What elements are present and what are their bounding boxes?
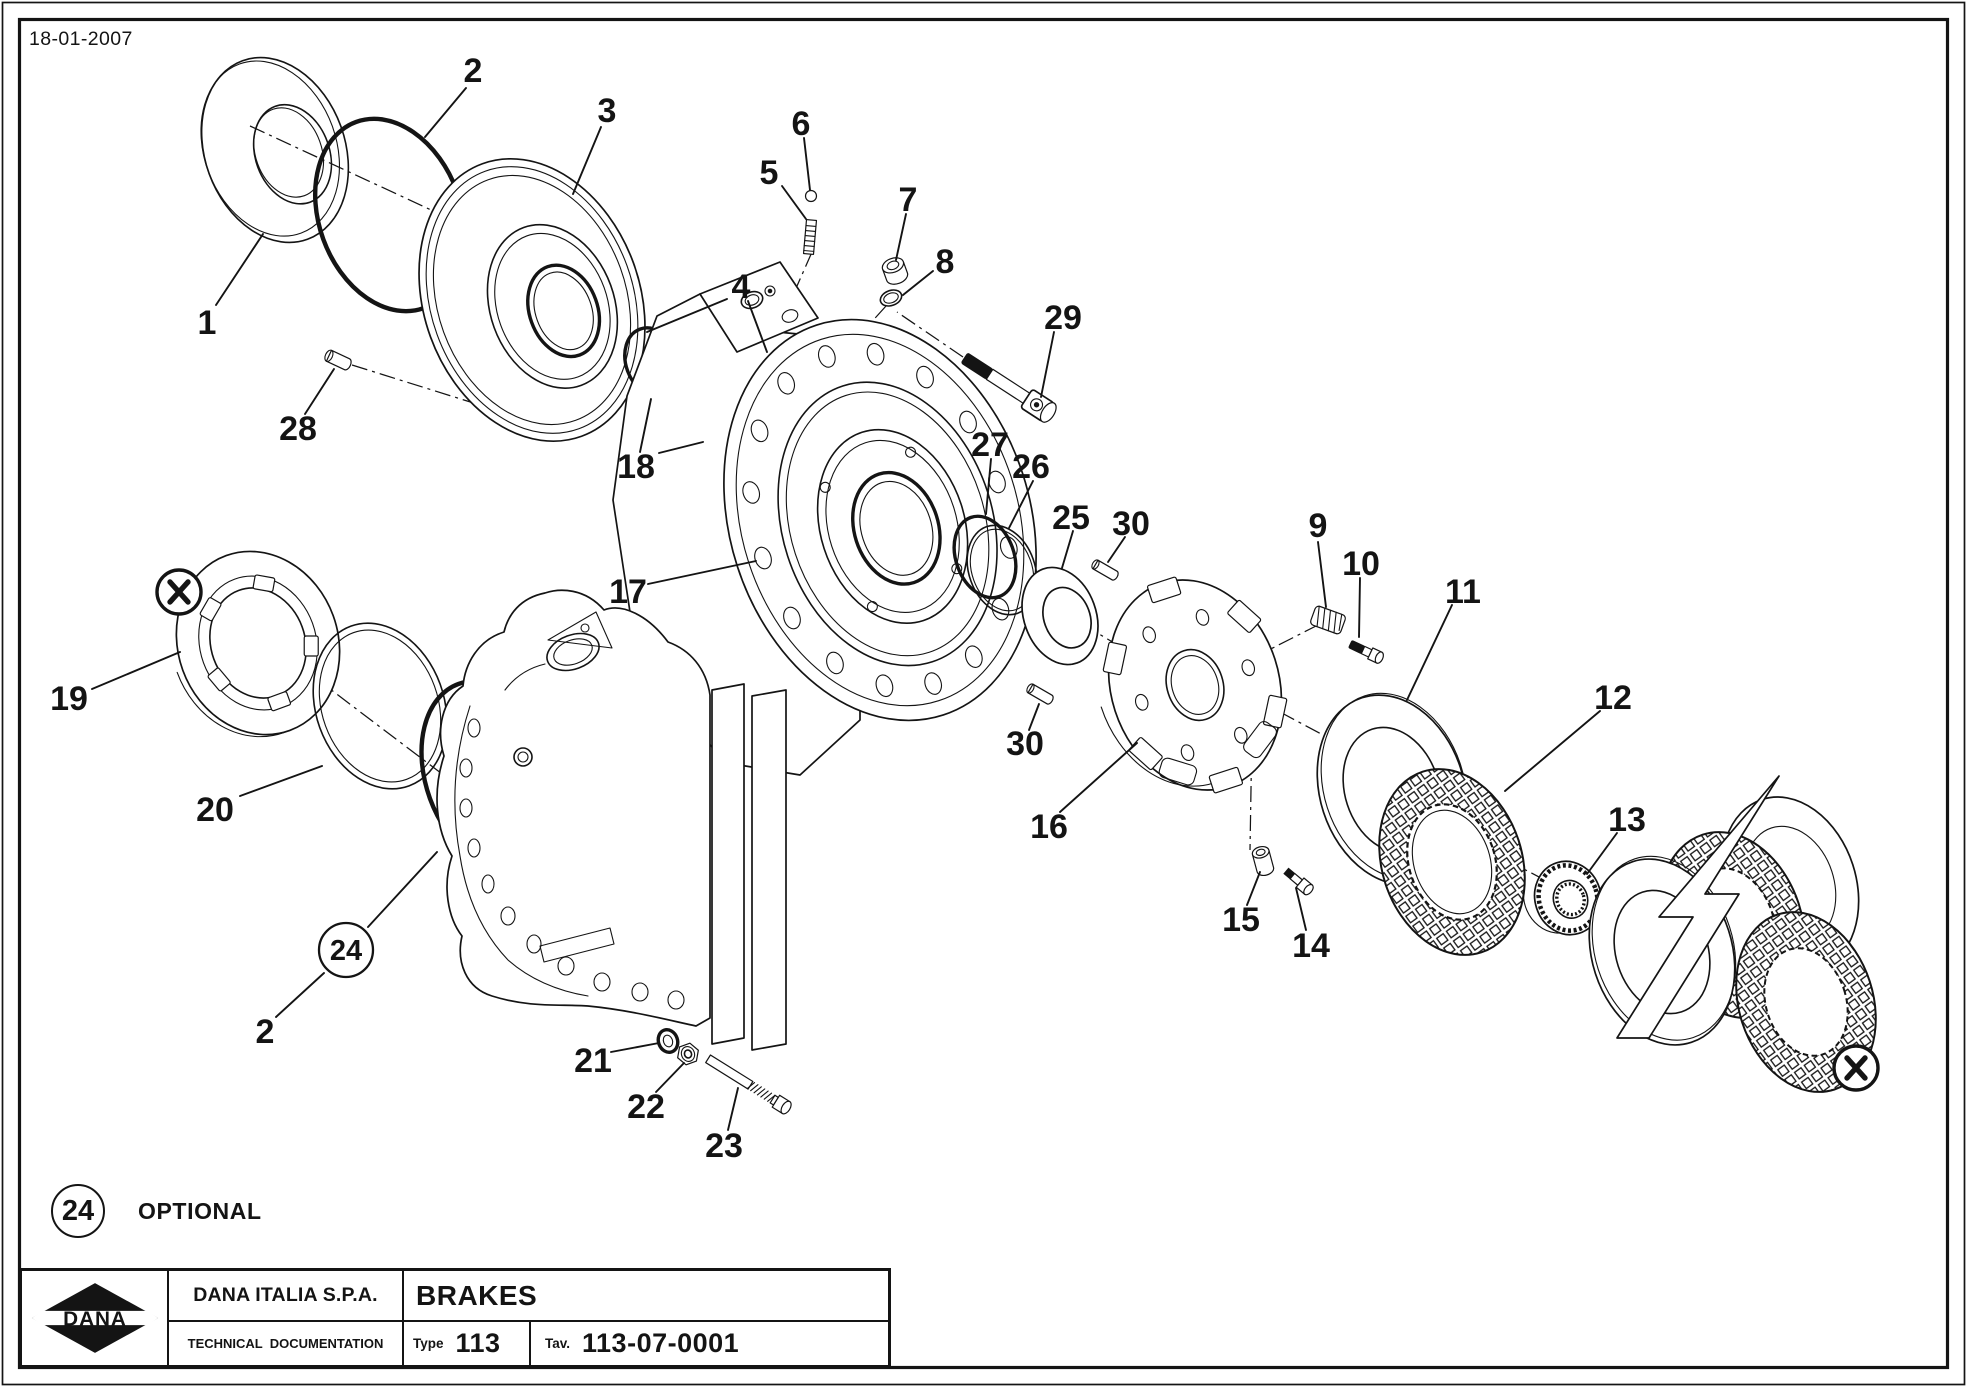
title-block: DANA DANA ITALIA S.P.A. BRAKES TECHNICAL… (19, 1268, 891, 1368)
part-callout-26: 26 (1012, 448, 1050, 486)
part-30-pin-upper (1091, 559, 1119, 581)
part-callouts: 1234567891011121314151617181920212223252… (50, 52, 1646, 1165)
part-callout-4: 4 (732, 268, 751, 306)
part-28-pin (324, 349, 352, 371)
svg-text:24: 24 (330, 935, 362, 967)
part-20-ring (312, 622, 448, 790)
type-label: Type (413, 1336, 444, 1351)
tav-cell: Tav. 113-07-0001 (531, 1322, 888, 1365)
axle-flange-holes (459, 718, 685, 1010)
part-callout-15: 15 (1222, 901, 1260, 939)
housing-port-boss (699, 261, 819, 353)
leader-lines (91, 87, 1618, 1131)
part-callout-23: 23 (705, 1127, 743, 1165)
part-callout-7: 7 (899, 181, 918, 219)
type-value: 113 (455, 1328, 501, 1358)
part-14-bolt (1283, 867, 1314, 896)
part-callout-12: 12 (1594, 679, 1632, 717)
part-callout-16: 16 (1030, 808, 1068, 846)
part-29-bolt (961, 353, 1057, 423)
part-callout-28: 28 (279, 410, 317, 448)
part-10-bolt (1348, 640, 1384, 664)
part-callout-17: 17 (609, 573, 647, 611)
section-marker-icon (1832, 1044, 1880, 1092)
dana-logo-text: DANA (63, 1308, 127, 1331)
part-5-bleed-stud (802, 219, 818, 255)
tav-value: 113-07-0001 (582, 1328, 740, 1358)
part-callout-30: 30 (1112, 505, 1150, 543)
part-callout-21: 21 (574, 1042, 612, 1080)
legend-label: OPTIONAL (138, 1197, 262, 1224)
part-19-lock-ring (175, 550, 341, 738)
axle-housing (436, 589, 787, 1051)
section-marker-icon (155, 568, 203, 616)
part-callout-14: 14 (1292, 927, 1330, 965)
part-callout-20: 20 (196, 791, 234, 829)
housing-bolt-holes (742, 342, 1018, 698)
part-callout-19: 19 (50, 680, 88, 718)
part-30-pin-lower (1026, 683, 1054, 705)
part-callout-22: 22 (627, 1088, 665, 1126)
part-callout-11: 11 (1445, 573, 1481, 611)
drawing-title: BRAKES (404, 1271, 888, 1322)
part-26-ring (966, 524, 1038, 616)
type-cell: Type 113 (404, 1322, 531, 1365)
part-callout-2: 2 (256, 1013, 275, 1051)
section-markers (155, 568, 1880, 1092)
part-3-brake-piston (418, 157, 646, 443)
part-7-plug (881, 257, 909, 285)
legend-ref-circle: 24 (51, 1184, 105, 1238)
part-27-o-ring (952, 514, 1018, 600)
part-21-washer (656, 1028, 680, 1054)
circled-callout-24: 24 (317, 921, 375, 979)
part-8-o-ring (879, 289, 903, 307)
part-callout-13: 13 (1608, 801, 1646, 839)
part-callout-30: 30 (1006, 725, 1044, 763)
revision-date: 18-01-2007 (29, 28, 133, 50)
part-callout-18: 18 (617, 448, 655, 486)
part-callout-5: 5 (760, 154, 779, 192)
part-6-ball (804, 189, 818, 203)
part-callout-25: 25 (1052, 499, 1090, 537)
part-15-pin (1251, 845, 1275, 877)
part-13-splined-hub (1522, 860, 1603, 936)
part-1-backing-disc (200, 56, 350, 244)
brake-disc-stack (1588, 775, 1877, 1093)
doc-type: TECHNICAL DOCUMENTATION (169, 1322, 404, 1365)
part-16-pressure-plate (1100, 576, 1288, 794)
stack-friction-disc-2 (1735, 911, 1877, 1093)
part-9-spring (1310, 605, 1346, 635)
part-callout-6: 6 (792, 105, 811, 143)
part-callout-3: 3 (598, 92, 617, 130)
part-callout-9: 9 (1309, 507, 1328, 545)
part-25-seal-ring (1021, 566, 1099, 666)
break-symbol (1616, 775, 1780, 1039)
part-23-bolt (705, 1054, 792, 1115)
part-callout-29: 29 (1044, 299, 1082, 337)
part-22-nut (677, 1042, 699, 1066)
part-callout-1: 1 (198, 304, 217, 342)
part-callout-27: 27 (971, 426, 1009, 464)
part-callout-10: 10 (1342, 545, 1380, 583)
part-callout-2: 2 (464, 52, 483, 90)
tav-label: Tav. (545, 1336, 571, 1351)
dana-logo: DANA (22, 1271, 169, 1365)
part-callout-8: 8 (936, 243, 955, 281)
company-name: DANA ITALIA S.P.A. (169, 1271, 404, 1322)
optional-legend: 24 OPTIONAL (51, 1184, 262, 1238)
dana-logo-icon: DANA (31, 1283, 158, 1353)
part-12-friction-disc (1378, 768, 1526, 956)
